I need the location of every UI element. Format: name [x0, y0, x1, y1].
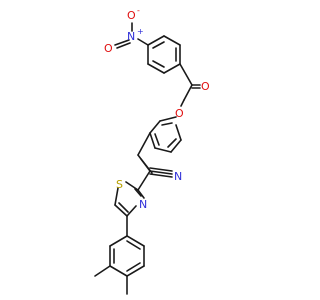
- ketone-oxygen-label: O: [201, 80, 210, 93]
- nitrile-nitrogen-label: N: [174, 170, 182, 183]
- nitrophenyl-ring: [147, 35, 181, 74]
- molecule-diagram: O - N + O O O N S N: [94, 6, 210, 295]
- nitro-nitrogen-label: N: [127, 30, 135, 43]
- nitro-oxygen-double-label: O: [104, 42, 113, 55]
- dimethylphenyl-ring: [94, 215, 145, 295]
- thiazole-sulfur-label: S: [116, 178, 123, 191]
- atom-labels: O - N + O O O N S N: [104, 6, 210, 211]
- nitro-plus-charge: +: [137, 27, 144, 36]
- structure-drawing: O - N + O O O N S N: [94, 6, 210, 295]
- nitro-group: [114, 22, 149, 49]
- thiazole-nitrogen-label: N: [139, 198, 147, 211]
- nitro-minus-charge: -: [137, 6, 140, 15]
- acrylonitrile-unit: [137, 132, 173, 191]
- ether-oxygen-label: O: [175, 107, 184, 120]
- phenoxy-ring: [149, 116, 182, 153]
- nitro-oxygen-minus-label: O: [127, 9, 136, 22]
- ketone-linker: [179, 63, 201, 107]
- thiazole-ring: [114, 181, 145, 217]
